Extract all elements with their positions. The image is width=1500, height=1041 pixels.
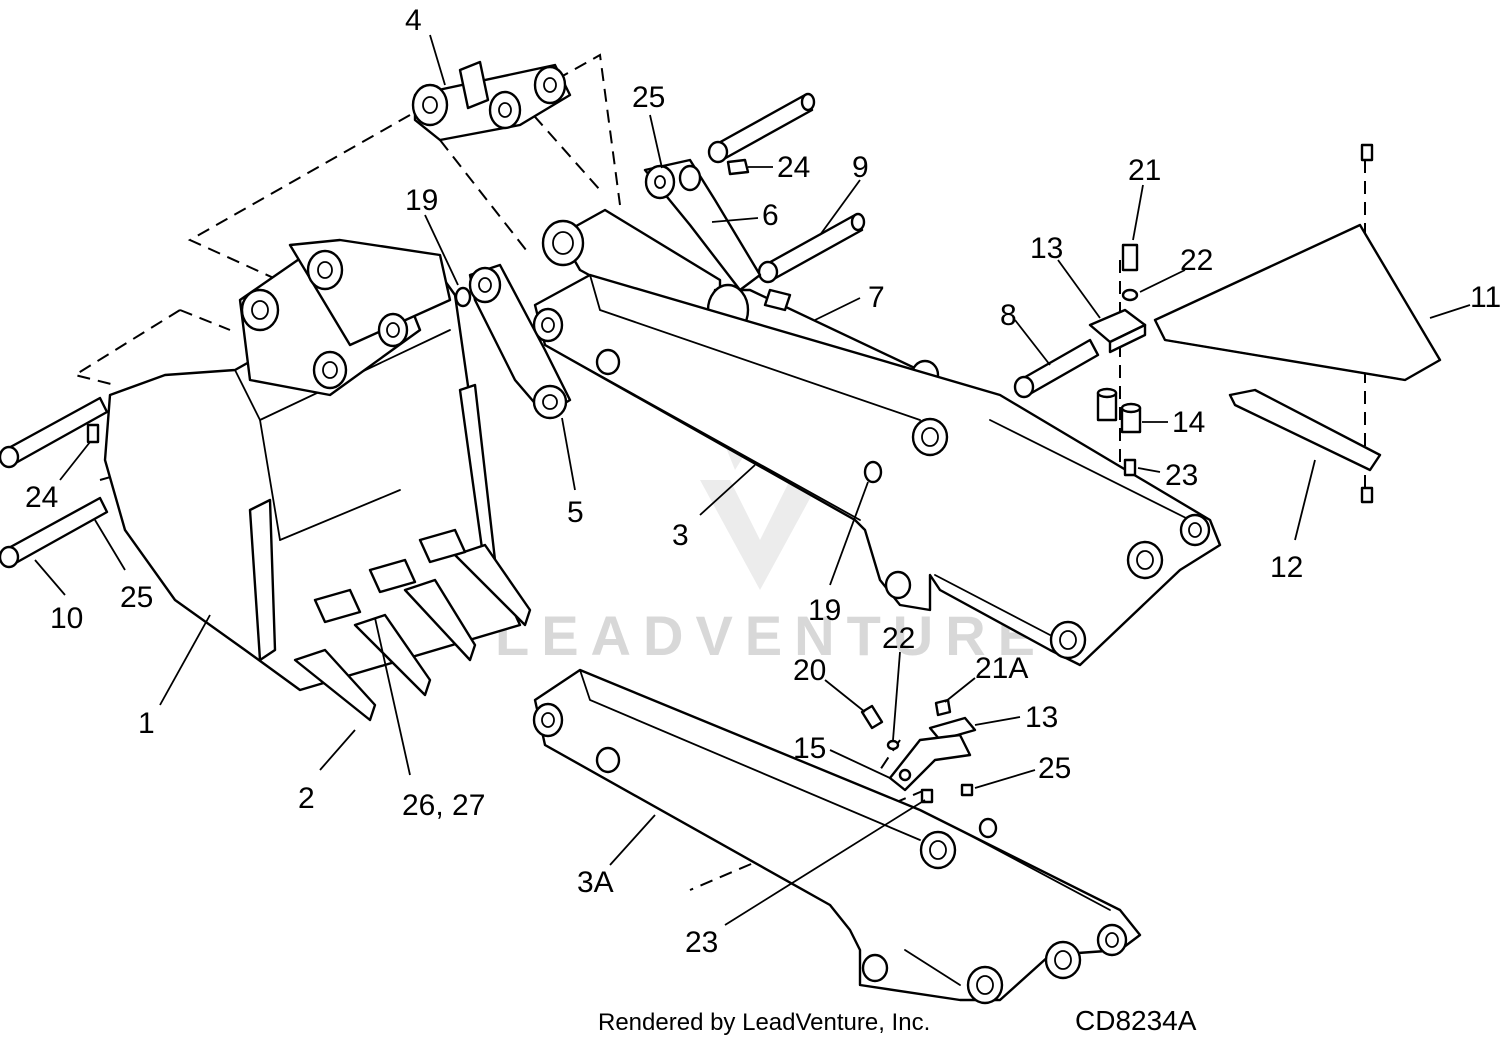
callout-23-lower: 23	[685, 926, 718, 959]
callout-12: 12	[1270, 551, 1303, 584]
callout-25-left: 25	[120, 581, 153, 614]
callout-22: 22	[1180, 244, 1213, 277]
diagram-code: CD8234A	[1075, 1005, 1197, 1036]
callout-25: 25	[632, 81, 665, 114]
pin-part-9-top	[707, 92, 816, 164]
callout-13: 13	[1030, 232, 1063, 265]
callout-10: 10	[50, 602, 83, 635]
washer-part-22-lower	[886, 739, 900, 751]
callout-26-27: 26, 27	[402, 789, 485, 822]
ring-part-19	[454, 286, 883, 484]
link-part-5	[468, 263, 572, 420]
bushing-part-14	[1096, 387, 1142, 434]
guard-plate-part-11	[1153, 143, 1442, 382]
bucket-teeth-part-2	[293, 528, 532, 722]
callout-8: 8	[1000, 299, 1017, 332]
callout-3: 3	[672, 519, 689, 552]
callout-7: 7	[868, 281, 885, 314]
grease-fitting-part-23-lower	[920, 788, 934, 804]
callout-25-lower: 25	[1038, 752, 1071, 785]
bolt-part-21	[1121, 243, 1139, 272]
callout-24: 24	[777, 151, 810, 184]
footer-credit: Rendered by LeadVenture, Inc.	[598, 1009, 930, 1036]
callout-labels: 4 25 24 9 19 6 7 21 13 22 11 8 14 23 24 …	[25, 4, 1500, 959]
callout-20: 20	[793, 654, 826, 687]
callout-21a: 21A	[975, 652, 1028, 685]
callout-6: 6	[762, 199, 779, 232]
callout-14: 14	[1172, 406, 1205, 439]
callout-1: 1	[138, 707, 155, 740]
callout-4: 4	[405, 4, 422, 37]
link-arm-part-6	[643, 158, 762, 292]
callout-22-lower: 22	[882, 622, 915, 655]
fitting-part-25	[960, 783, 974, 797]
plate-part-15	[888, 733, 972, 792]
callout-11: 11	[1470, 281, 1500, 314]
callout-9: 9	[852, 151, 869, 184]
callout-19-lower: 19	[808, 594, 841, 627]
pin-part-10	[0, 396, 109, 569]
pin-part-8	[1013, 338, 1100, 399]
callout-21: 21	[1128, 154, 1161, 187]
bucket-part-1	[103, 238, 522, 692]
leader-lines	[34, 34, 1471, 926]
bracket-part-12	[1228, 388, 1382, 504]
callout-23: 23	[1165, 459, 1198, 492]
grease-fitting-part-24-top	[726, 158, 750, 176]
arm-part-3a	[532, 668, 1142, 1005]
callout-5: 5	[567, 496, 584, 529]
grease-fitting-part-23-top	[1123, 458, 1137, 477]
callout-13-lower: 13	[1025, 701, 1058, 734]
footer: Rendered by LeadVenture, Inc. CD8234A	[598, 1005, 1197, 1036]
wear-pad-part-13-lower	[928, 716, 977, 742]
callout-15: 15	[793, 732, 826, 765]
bolt-part-21a	[934, 698, 952, 717]
watermark-text: LEADVENTURE	[495, 604, 1047, 667]
bucket-link-part-4	[411, 60, 572, 142]
washer-part-22	[1121, 288, 1139, 302]
callout-3a: 3A	[577, 866, 614, 899]
callout-19: 19	[405, 184, 438, 217]
callout-2: 2	[298, 782, 315, 815]
callout-24-left: 24	[25, 481, 58, 514]
bolt-part-20	[860, 704, 884, 730]
wear-pad-part-13-top	[1088, 308, 1147, 354]
grease-fitting-part-24	[86, 423, 100, 444]
